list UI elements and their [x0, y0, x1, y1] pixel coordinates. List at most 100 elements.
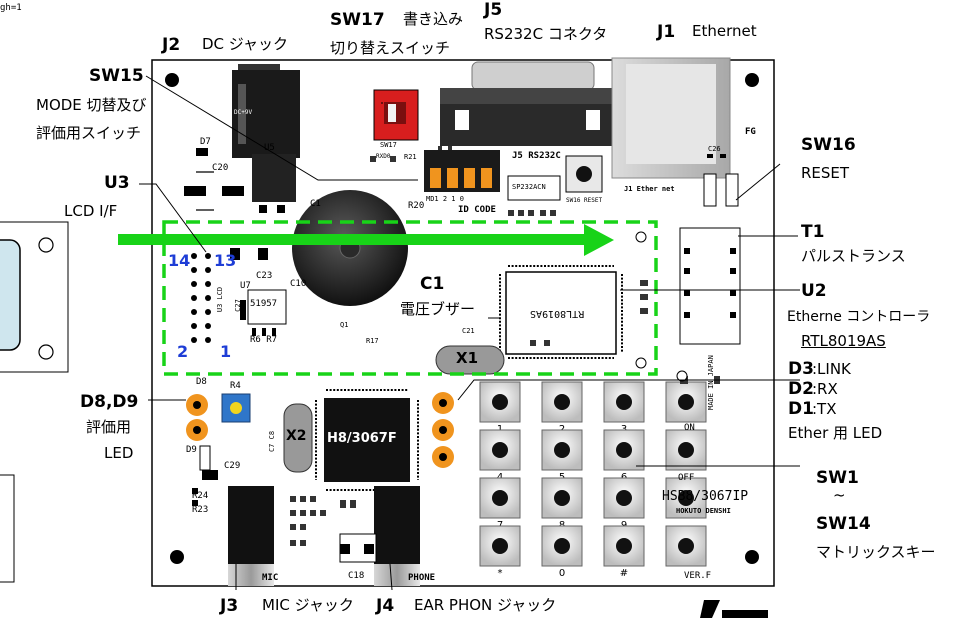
label-u2-desc2: RTL8019AS	[801, 332, 886, 350]
crystal-x2	[283, 403, 313, 473]
pin-label-13: 13	[214, 251, 237, 270]
silk-ether: J1 Ether net	[624, 185, 675, 193]
chip-label-h8: H8/3067F	[327, 431, 397, 446]
silk-r6r7: R6 R7	[250, 335, 278, 345]
label-j1-desc: Ethernet	[692, 22, 757, 40]
label-j2-desc: DC ジャック	[202, 35, 289, 53]
label-u2-id: U2	[801, 281, 827, 301]
lcd-module-fragment	[0, 221, 69, 373]
silk-r23: R23	[192, 505, 209, 515]
write-switch-sw17	[373, 89, 419, 141]
pin-label-1: 1	[220, 342, 232, 361]
pin-label-2: 2	[177, 342, 189, 361]
silk-c7c8: C7 C8	[268, 430, 277, 453]
label-c1-id: C1	[420, 274, 445, 294]
silk-rxd: RXD0	[376, 153, 391, 160]
silk-on: ON	[684, 423, 695, 433]
silk-c18: C18	[348, 571, 365, 581]
label-j3-id: J3	[220, 596, 239, 616]
label-tilde: ~	[833, 486, 846, 504]
silk-phone: PHONE	[408, 573, 436, 583]
silk-r24: R24	[192, 491, 209, 501]
silk-r4: R4	[230, 381, 241, 391]
silk-ver: VER.F	[684, 571, 712, 581]
silk-maker: HOKUTO DENSHI	[676, 507, 731, 515]
silk-c26: C26	[708, 145, 721, 153]
matrix-keypad: 123456789*0#	[479, 381, 707, 579]
silk-c23: C23	[256, 271, 273, 281]
silk-sw17: SW17	[380, 141, 397, 149]
label-u3-desc: LCD I/F	[64, 202, 118, 220]
silk-d9: D9	[186, 445, 197, 455]
chip-label-sp232: SP232ACN	[512, 183, 546, 191]
label-d8d9-desc2: LED	[104, 444, 134, 462]
label-sw14-id: SW14	[816, 514, 871, 534]
keypad-key: 0	[541, 525, 583, 579]
chip-label-x2: X2	[286, 428, 307, 444]
keypad-key-label: #	[620, 568, 628, 579]
label-d1-id: D1	[788, 399, 814, 419]
sw16-side-parts	[703, 154, 739, 207]
silk-c21: C21	[462, 327, 475, 335]
left-fragment-box	[0, 474, 15, 583]
keypad-key: 6	[603, 429, 645, 483]
dip-switch	[424, 150, 500, 192]
mounting-holes	[165, 73, 759, 564]
keypad-key: 1	[479, 381, 521, 435]
label-d8d9-id: D8,D9	[80, 392, 139, 412]
callout-leaders	[139, 75, 800, 591]
silk-r21: R21	[404, 153, 417, 161]
silk-reset: SW16 RESET	[566, 197, 603, 204]
pot-r4	[221, 393, 251, 423]
label-sw15-desc1: MODE 切替及び	[36, 96, 147, 114]
keypad-key: 5	[541, 429, 583, 483]
data-flow-arrow	[118, 224, 614, 256]
crystal-x1	[435, 345, 505, 375]
brand-logo-fragment	[700, 600, 768, 618]
chip-label-rtl: RTL8019AS	[530, 308, 585, 319]
label-d8d9-desc1: 評価用	[86, 418, 132, 436]
silk-u3: U3 LCD	[216, 286, 225, 313]
label-ether-led-desc: Ether 用 LED	[788, 424, 883, 442]
label-j1-id: J1	[657, 22, 676, 42]
label-u2-desc1: Etherne コントローラ	[787, 309, 931, 325]
keypad-key: 7	[479, 477, 521, 531]
silk-fg: FG	[745, 127, 756, 137]
label-sw16-id: SW16	[801, 135, 856, 155]
label-sw17-id: SW17	[330, 10, 385, 30]
label-d2-id: D2	[788, 379, 814, 399]
keypad-key: *	[479, 525, 521, 579]
highlight-region	[162, 220, 658, 376]
label-d3-desc: :LINK	[812, 360, 851, 378]
silk-c20: C20	[212, 163, 229, 173]
silk-r20: R20	[408, 201, 425, 211]
label-sw16-desc: RESET	[801, 164, 850, 182]
silk-u7: U7	[240, 281, 251, 291]
silk-q1: Q1	[340, 321, 349, 329]
c18-part	[339, 533, 377, 563]
keypad-key-label: *	[498, 568, 503, 579]
keypad-key	[665, 525, 707, 567]
eval-leds-d8-d9	[186, 394, 208, 441]
label-j2-id: J2	[162, 35, 181, 55]
label-sw15-id: SW15	[89, 66, 144, 86]
silk-c29: C29	[224, 461, 241, 471]
silk-j5rs: J5 RS232C	[512, 151, 561, 161]
keypad-key	[665, 477, 707, 519]
reset-switch-sw16	[565, 155, 603, 193]
silk-dc: DC+9V	[234, 109, 253, 116]
pulse-transformer-t1	[679, 227, 741, 345]
label-d3-id: D3	[788, 359, 814, 379]
rs232c-connector-j5	[440, 61, 618, 146]
label-t1-desc: パルストランス	[801, 247, 906, 265]
silk-d7: D7	[200, 137, 211, 147]
rtl8019as-chip	[499, 265, 623, 359]
silk-r17: R17	[366, 337, 379, 345]
keypad-key	[665, 381, 707, 423]
silk-board-name: HSB8/3067IP	[662, 489, 749, 504]
mic-jack-j3	[228, 486, 274, 586]
silk-code: ID CODE	[458, 205, 496, 215]
silk-md: MD1 2 1 0	[426, 195, 464, 203]
label-u3-id: U3	[104, 173, 130, 193]
